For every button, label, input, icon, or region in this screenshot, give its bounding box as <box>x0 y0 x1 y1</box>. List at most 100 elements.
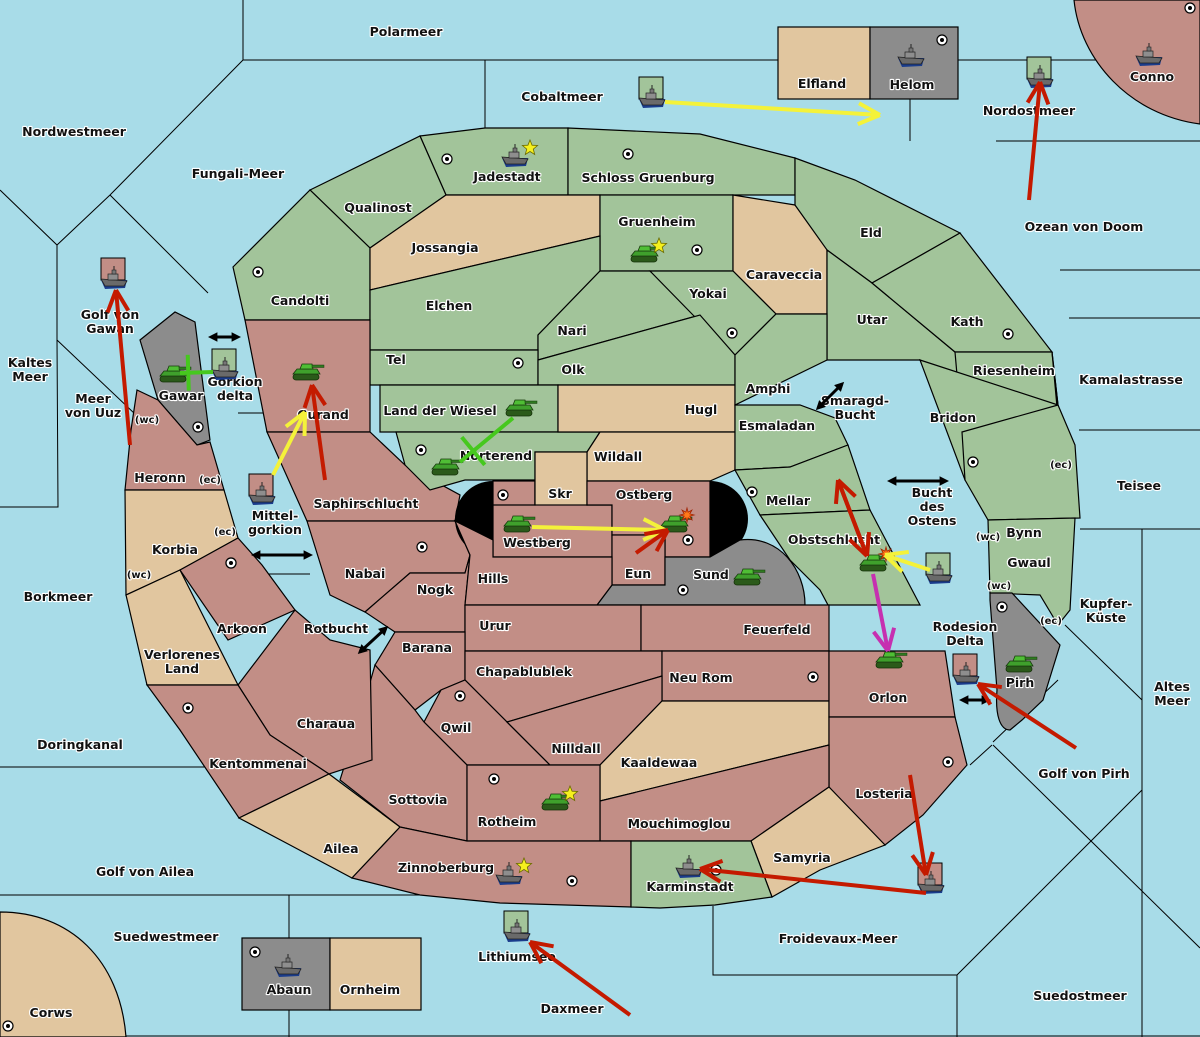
territory-label-skr: Skr <box>548 486 572 501</box>
fleet-unit[interactable] <box>503 910 531 942</box>
supply-center-icon <box>1184 2 1196 14</box>
star-icon <box>515 856 533 874</box>
supply-center-icon <box>225 557 237 569</box>
army-unit[interactable] <box>541 784 579 811</box>
territory-label-helom-line: Helom <box>890 77 935 92</box>
territory-label-ailea: Ailea <box>323 841 358 856</box>
territory-label-riesenheim-line: Riesenheim <box>973 363 1055 378</box>
sea-label-rodesion-line: Rodesion <box>933 619 998 634</box>
territory-bynn[interactable] <box>961 404 1081 521</box>
ship-icon <box>638 85 666 108</box>
sea-label-mittelgorkion-line: Mittel- <box>252 508 299 523</box>
army-unit[interactable] <box>875 651 908 669</box>
territory-ornheim[interactable] <box>329 937 422 1011</box>
order-support-arrow <box>883 549 931 574</box>
sea-label-borkmeer: Borkmeer <box>24 589 94 604</box>
territory-arkoon[interactable] <box>179 537 296 641</box>
territory-label-candolti: Candolti <box>271 293 330 308</box>
territory-hills[interactable] <box>453 519 613 606</box>
sea-label-kaltes-line: Meer <box>12 369 48 384</box>
supply-center-icon <box>249 946 261 958</box>
supply-center-icon <box>416 541 428 553</box>
territory-label-caraveccia: Caraveccia <box>746 267 822 282</box>
sea-label-gorkion-delta-line: delta <box>217 388 253 403</box>
territory-label-losteria: Losteria <box>855 786 912 801</box>
coast-label: (wc) <box>127 570 151 581</box>
fleet-unit[interactable] <box>248 473 276 505</box>
territory-label-esmaladan-line: Esmaladan <box>739 418 815 433</box>
army-unit[interactable] <box>503 515 536 533</box>
fleet-unit[interactable] <box>211 348 239 380</box>
territory-karminstadt[interactable] <box>630 840 773 909</box>
explosion-icon <box>678 506 696 524</box>
territory-label-verlorenes-land-line: Land <box>165 661 199 676</box>
army-unit[interactable] <box>733 568 766 586</box>
territory-conno[interactable] <box>1073 0 1200 125</box>
territory-label-gwaul-line: Gwaul <box>1007 555 1050 570</box>
sea-label-mittelgorkion: Mittel-gorkion <box>248 508 302 537</box>
territory-label-jadestadt: Jadestadt <box>472 169 540 184</box>
order-move-arrow <box>976 682 1078 750</box>
sea-label-nordwestmeer: Nordwestmeer <box>22 124 127 139</box>
territory-label-ailea-line: Ailea <box>323 841 358 856</box>
territory-label-neu-rom: Neu Rom <box>669 670 732 685</box>
fleet-unit[interactable] <box>501 138 539 167</box>
sea-label-teisee: Teisee <box>1117 478 1161 493</box>
territory-label-abaun: Abaun <box>267 982 312 997</box>
sea-label-rodesion-line: Delta <box>946 633 984 648</box>
fleet-unit[interactable] <box>495 856 533 885</box>
fleet-unit[interactable] <box>897 44 925 67</box>
fleet-unit[interactable] <box>675 855 703 878</box>
territory-label-eun-line: Eun <box>625 566 651 581</box>
fleet-unit[interactable] <box>1135 43 1163 66</box>
territory-label-gwaul: Gwaul <box>1007 555 1050 570</box>
territory-label-conno: Conno <box>1130 69 1175 84</box>
fleet-unit[interactable] <box>274 954 302 977</box>
army-unit[interactable] <box>1005 655 1038 673</box>
territory-gruenheim[interactable] <box>599 194 734 272</box>
territory-label-skr-line: Skr <box>548 486 572 501</box>
ship-icon <box>675 855 703 878</box>
territory-label-karminstadt-line: Karminstadt <box>646 879 733 894</box>
territory-label-esmaladan: Esmaladan <box>739 418 815 433</box>
fleet-unit[interactable] <box>100 257 128 289</box>
territory-label-bridon-line: Bridon <box>930 410 976 425</box>
territory-label-corws: Corws <box>30 1005 73 1020</box>
sea-label-suedostmeer: Suedostmeer <box>1033 988 1127 1003</box>
territory-amphi[interactable] <box>734 313 828 406</box>
territory-label-zinnoberburg-line: Zinnoberburg <box>398 860 494 875</box>
fleet-unit[interactable] <box>952 653 980 685</box>
fleet-unit[interactable] <box>1026 56 1054 88</box>
territory-skr[interactable] <box>534 451 588 506</box>
supply-center-icon <box>488 773 500 785</box>
army-unit[interactable] <box>505 399 538 417</box>
army-unit[interactable] <box>292 363 325 381</box>
territory-label-gruenheim: Gruenheim <box>618 214 695 229</box>
sea-label-bucht-ostens-line: Ostens <box>908 513 957 528</box>
territory-label-ornheim: Ornheim <box>340 982 400 997</box>
supply-center-icon <box>682 534 694 546</box>
territory-label-eld: Eld <box>860 225 882 240</box>
order-move-arrow <box>634 528 670 555</box>
territory-label-urur-line: Urur <box>479 618 511 633</box>
territory-corws[interactable] <box>0 911 127 1037</box>
territory-label-amphi-line: Amphi <box>746 381 791 396</box>
sea-label-kaltes-line: Kaltes <box>8 355 52 370</box>
territory-label-nilldall-line: Nilldall <box>551 741 600 756</box>
tank-icon <box>505 399 538 417</box>
territory-label-schloss-gruenburg-line: Schloss Gruenburg <box>581 170 714 185</box>
sea-label-daxmeer-line: Daxmeer <box>540 1001 604 1016</box>
army-unit[interactable] <box>431 458 464 476</box>
territory-rotheim[interactable] <box>466 764 601 842</box>
sea-label-nordostmeer: Nordostmeer <box>983 103 1076 118</box>
territory-label-riesenheim: Riesenheim <box>973 363 1055 378</box>
territory-label-candolti-line: Candolti <box>271 293 330 308</box>
sea-label-mittelgorkion-line: gorkion <box>248 522 302 537</box>
supply-center-icon <box>622 148 634 160</box>
fleet-unit[interactable] <box>638 76 666 108</box>
army-unit[interactable] <box>630 236 668 263</box>
sea-label-teisee-line: Teisee <box>1117 478 1161 493</box>
fleet-unit[interactable] <box>925 552 953 584</box>
